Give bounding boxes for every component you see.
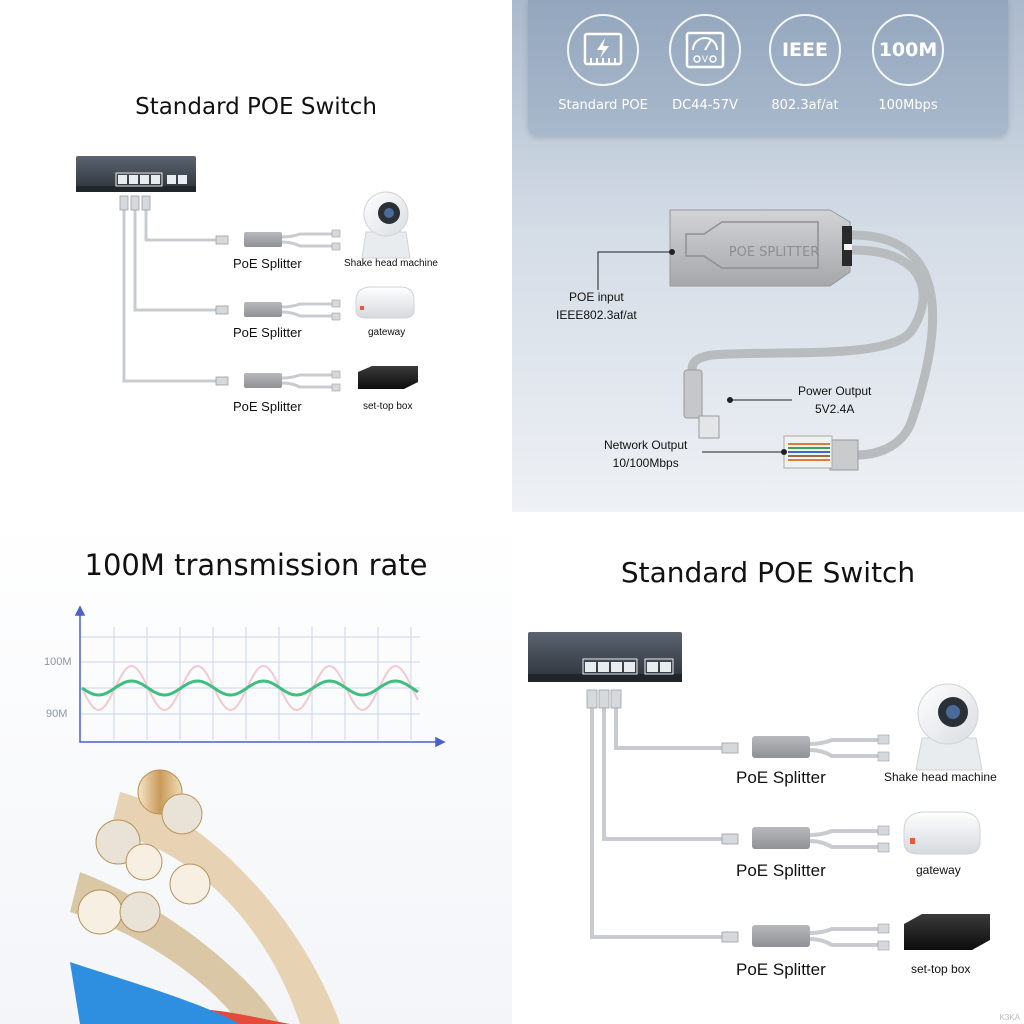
switch-wiring-diagram <box>528 632 990 951</box>
reference-wave <box>81 664 419 712</box>
rj45-connector-icon <box>783 435 859 471</box>
transmission-rate-panel: 100M transmission rate 100M 90M <box>0 512 512 1024</box>
poe-switch-diagram-small: Standard POE Switch <box>0 0 512 512</box>
ieee-badge: IEEE <box>769 14 841 86</box>
set-top-box-icon <box>358 366 418 389</box>
gateway-icon <box>355 286 415 319</box>
network-output-callout: Network Output 10/100Mbps <box>604 436 687 472</box>
device-label-3: set-top box <box>363 401 413 412</box>
poe-input-label: POE input <box>569 290 624 304</box>
poe-switch-icon <box>528 632 682 682</box>
watermark: K3KA <box>999 1013 1020 1022</box>
splitter-label-1: PoE Splitter <box>233 256 302 271</box>
splitter-label-3: PoE Splitter <box>736 960 826 979</box>
poe-splitter-product-panel: V IEEE 100M Standard POE DC44-57V 802.3a… <box>512 0 1024 512</box>
speed-badge-text: 100M <box>878 39 938 61</box>
power-output-label: Power Output <box>798 384 872 398</box>
splitter-print: POE SPLITTER <box>729 245 820 260</box>
splitter-label-1: PoE Splitter <box>736 768 826 787</box>
network-output-label: Network Output <box>604 438 688 452</box>
voltmeter-icon: V <box>669 14 741 86</box>
axis-label-90m: 90M <box>46 708 68 720</box>
device-label-1: Shake head machine <box>884 770 997 784</box>
poe-switch-diagram-large: Standard POE Switch <box>512 512 1024 1024</box>
switch-wiring-diagram <box>76 156 418 392</box>
power-output-spec: 5V2.4A <box>815 402 855 416</box>
panel-title: Standard POE Switch <box>135 94 377 120</box>
axis-label-100m: 100M <box>44 656 72 668</box>
splitter-label-2: PoE Splitter <box>233 325 302 340</box>
device-label-1: Shake head machine <box>344 258 438 269</box>
poe-splitter-illustration: POE SPLITTER <box>597 209 938 471</box>
rj45-plugs-icon <box>119 195 229 386</box>
panel-title: 100M transmission rate <box>84 548 428 582</box>
badge-caption-voltage: DC44-57V <box>672 98 738 113</box>
gateway-icon <box>903 811 981 855</box>
ethernet-cables <box>122 210 216 383</box>
poe-input-callout: POE input IEEE802.3af/at <box>556 288 637 324</box>
signal-wave <box>81 679 419 697</box>
badge-caption-standard-poe: Standard POE <box>558 98 648 113</box>
signal-wave-graphic <box>74 605 446 748</box>
splitter-label-2: PoE Splitter <box>736 861 826 880</box>
poe-splitter-body: POE SPLITTER <box>669 209 852 287</box>
copper-cable-icon <box>70 769 340 1024</box>
badge-caption-ieee: 802.3af/at <box>771 98 839 113</box>
network-output-spec: 10/100Mbps <box>612 456 679 470</box>
speed-badge: 100M <box>872 14 944 86</box>
splitter-label-3: PoE Splitter <box>233 399 302 414</box>
device-label-2: gateway <box>916 863 961 877</box>
svg-text:V: V <box>702 55 709 65</box>
wave-axes <box>74 605 446 748</box>
device-label-3: set-top box <box>911 962 971 976</box>
device-label-2: gateway <box>368 327 406 338</box>
micro-usb-connector-icon <box>683 369 720 439</box>
wave-grid <box>80 627 420 740</box>
ptz-camera-icon <box>915 683 983 771</box>
set-top-box-icon <box>904 914 990 950</box>
poe-splitter-icon <box>244 229 341 392</box>
poe-input-spec: IEEE802.3af/at <box>556 308 637 322</box>
ethernet-lightning-icon <box>567 14 639 86</box>
power-output-callout: Power Output 5V2.4A <box>798 382 871 418</box>
panel-title: Standard POE Switch <box>620 556 916 589</box>
ptz-camera-icon <box>361 191 411 259</box>
poe-switch-icon <box>76 156 196 192</box>
ethernet-cables <box>590 708 722 939</box>
rj45-plugs-icon <box>586 689 739 943</box>
badge-caption-speed: 100Mbps <box>878 98 938 113</box>
poe-splitter-icon <box>752 734 890 951</box>
ieee-badge-text: IEEE <box>781 39 828 61</box>
